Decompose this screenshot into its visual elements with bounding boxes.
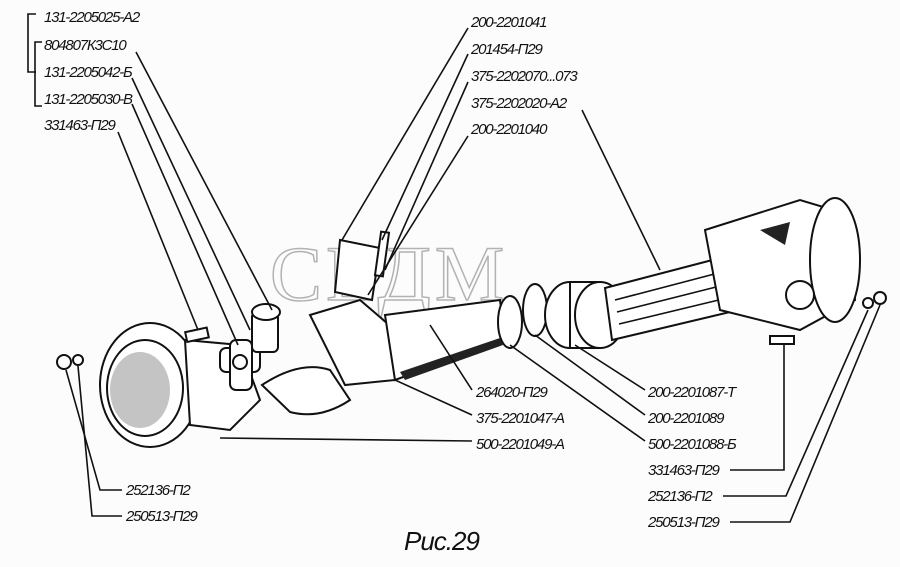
left-flange-cover: [99, 322, 201, 448]
part-label: 200-2201087-Т: [647, 384, 738, 401]
seal-ring: [497, 295, 523, 349]
bolt-right: [769, 335, 795, 345]
part-label: 131-2205042-Б: [44, 64, 133, 81]
part-label: 131-2205030-В: [44, 91, 133, 108]
left-nut-washer: [56, 354, 84, 370]
part-label: 200-2201040: [470, 121, 548, 138]
part-label: 201454-П29: [470, 41, 543, 58]
part-label: 500-2201049-А: [476, 436, 565, 453]
bolt-left: [183, 326, 210, 344]
right-gear-housing: [703, 197, 861, 332]
part-label: 331463-П29: [44, 117, 116, 134]
shaft-tube: [308, 298, 507, 387]
figure-caption: Рис.29: [404, 526, 479, 556]
leader-lines: [65, 27, 881, 523]
part-label: 200-2201041: [470, 14, 547, 31]
part-label: 375-2201047-А: [476, 410, 565, 427]
splined-shaft: [603, 256, 732, 342]
cover-plate: [333, 238, 382, 302]
part-label: 264020-П29: [475, 384, 548, 401]
part-label: 250513-П29: [125, 508, 198, 525]
spacer-ring: [522, 283, 548, 337]
part-label: 331463-П29: [648, 462, 720, 479]
part-label: 500-2201088-Б: [648, 436, 737, 453]
part-label: 250513-П29: [647, 514, 720, 531]
right-nut-washer: [862, 291, 887, 309]
part-label: 252136-П2: [125, 482, 191, 499]
bearing-cup: [251, 303, 281, 353]
part-label: 200-2201089: [647, 410, 725, 427]
group-bracket-outer: [27, 13, 36, 73]
yoke: [260, 366, 352, 416]
part-label: 131-2205025-А2: [44, 9, 141, 26]
group-bracket-inner: [34, 41, 42, 107]
part-label: 804807К3С10: [44, 37, 127, 54]
cross-joint: [219, 339, 261, 391]
part-label: 252136-П2: [647, 488, 713, 505]
part-label: 375-2202070...073: [471, 68, 578, 85]
part-label: 375-2202020-А2: [471, 95, 568, 112]
